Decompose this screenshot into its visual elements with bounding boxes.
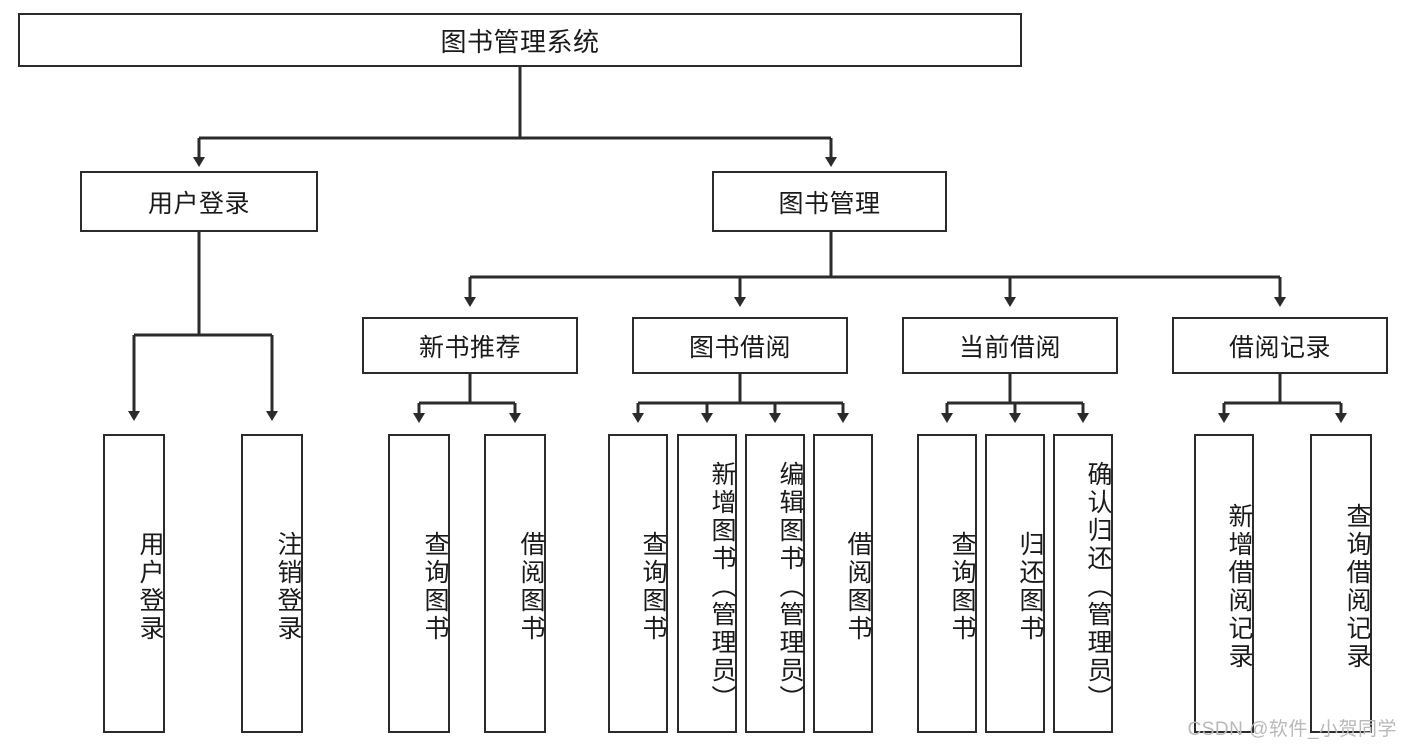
node-leaf-edit-book[interactable]: 编辑图书（管理员） [745, 434, 805, 733]
node-leaf-query-record[interactable]: 查询借阅记录 [1310, 434, 1372, 733]
node-leaf-query-book-1[interactable]: 查询图书 [388, 434, 450, 733]
node-leaf-add-book[interactable]: 新增图书（管理员） [677, 434, 737, 733]
node-label: 确认归还（管理员） [1084, 460, 1112, 713]
node-label: 图书管理系统 [440, 26, 600, 57]
node-label: 新书推荐 [418, 333, 521, 362]
node-label: 查询图书 [421, 530, 449, 643]
node-leaf-borrow-book-2[interactable]: 借阅图书 [813, 434, 873, 733]
node-book-borrow[interactable]: 图书借阅 [632, 317, 848, 374]
node-leaf-borrow-book-1[interactable]: 借阅图书 [484, 434, 546, 733]
node-label: 借阅记录 [1228, 333, 1331, 362]
node-label: 注销登录 [274, 530, 302, 643]
node-leaf-confirm-return[interactable]: 确认归还（管理员） [1053, 434, 1113, 733]
node-label: 借阅图书 [844, 530, 872, 643]
node-label: 新增图书（管理员） [708, 460, 736, 713]
node-label: 图书管理 [778, 189, 881, 218]
node-label: 图书借阅 [688, 333, 791, 362]
node-leaf-query-book-3[interactable]: 查询图书 [917, 434, 977, 733]
node-label: 归还图书 [1016, 530, 1044, 643]
node-leaf-user-login[interactable]: 用户登录 [103, 434, 165, 733]
node-root-book-management-system[interactable]: 图书管理系统 [18, 13, 1022, 67]
node-borrow-records[interactable]: 借阅记录 [1172, 317, 1388, 374]
node-leaf-user-logout[interactable]: 注销登录 [241, 434, 303, 733]
csdn-watermark: CSDN @软件_小贺同学 [1187, 719, 1397, 740]
node-leaf-return-book[interactable]: 归还图书 [985, 434, 1045, 733]
node-label: 查询图书 [948, 530, 976, 643]
node-user-login[interactable]: 用户登录 [80, 171, 318, 232]
node-leaf-query-book-2[interactable]: 查询图书 [608, 434, 668, 733]
node-book-management[interactable]: 图书管理 [712, 171, 947, 232]
node-label: 用户登录 [147, 189, 250, 218]
node-current-borrow[interactable]: 当前借阅 [902, 317, 1118, 374]
node-label: 查询图书 [639, 530, 667, 643]
node-leaf-add-record[interactable]: 新增借阅记录 [1194, 434, 1254, 733]
node-label: 查询借阅记录 [1343, 502, 1371, 671]
node-label: 用户登录 [136, 530, 164, 643]
node-label: 当前借阅 [958, 333, 1061, 362]
node-new-book-recommend[interactable]: 新书推荐 [362, 317, 578, 374]
node-label: 新增借阅记录 [1225, 502, 1253, 671]
node-label: 编辑图书（管理员） [776, 460, 804, 713]
node-label: 借阅图书 [517, 530, 545, 643]
